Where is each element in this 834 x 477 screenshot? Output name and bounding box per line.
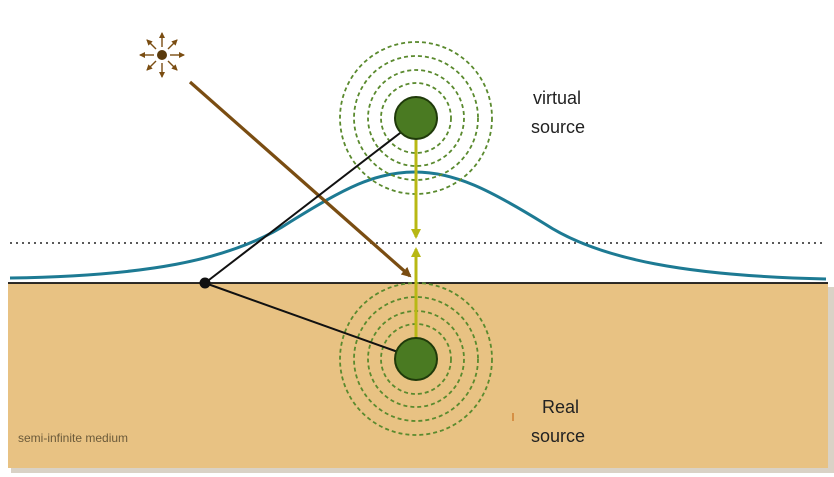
real-source-icon: [394, 337, 438, 381]
real-source-label-line2: source: [531, 426, 585, 446]
real-source-label-line1: Real: [542, 397, 579, 417]
virtual-source-label-line1: virtual: [533, 88, 581, 108]
path-to-real-source: [204, 282, 399, 353]
reflectance-curve: [9, 170, 827, 281]
medium-label: semi-infinite medium: [18, 431, 128, 445]
light-source-icon: [139, 32, 185, 78]
detection-point: [199, 277, 211, 289]
virtual-source-icon: [394, 96, 438, 140]
incident-ray: [188, 80, 412, 278]
path-to-virtual-source: [204, 129, 405, 284]
virtual-source-label-line2: source: [531, 117, 585, 137]
